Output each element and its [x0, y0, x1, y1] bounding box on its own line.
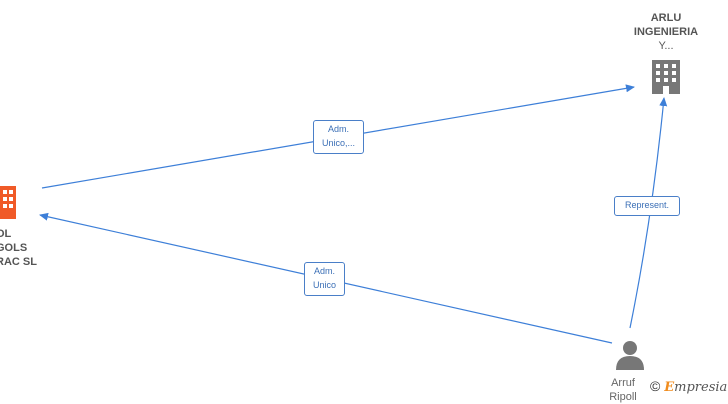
edge-label-line: Adm.	[327, 124, 349, 134]
empresia-watermark: © Empresia	[650, 378, 727, 395]
building-icon[interactable]	[652, 60, 680, 94]
node-label-line: RAC SL	[0, 256, 37, 268]
node-label-arlu[interactable]: ARLU INGENIERIA Y...	[622, 11, 710, 53]
node-label-line: OL	[0, 228, 12, 240]
building-icon[interactable]	[0, 186, 16, 219]
node-label-line: Ripoll	[609, 391, 637, 403]
brand-initial: E	[664, 380, 675, 395]
node-label-line: Arruf	[611, 377, 635, 389]
edge-label-adm-unico-top[interactable]: Adm. Unico,...	[313, 120, 364, 154]
node-label-line: INGENIERIA	[633, 26, 699, 38]
copyright-symbol: ©	[650, 378, 661, 394]
brand-rest: mpresia	[674, 380, 728, 395]
person-icon[interactable]	[616, 341, 644, 370]
edge-label-line: Adm.	[313, 266, 335, 276]
node-label-line: GOLS	[0, 242, 28, 254]
edge-label-line: Represent.	[624, 200, 670, 210]
edge-label-line: Unico,...	[321, 138, 355, 148]
edge-label-line: Unico	[312, 280, 336, 290]
node-label-line: Y...	[658, 40, 674, 52]
node-label-left-company[interactable]: OL GOLS RAC SL	[0, 227, 44, 269]
brand-name: Empresia	[664, 380, 727, 395]
edge-label-represent[interactable]: Represent.	[614, 196, 680, 216]
edge-person-to-arlu	[629, 97, 668, 329]
edge-label-adm-unico-bottom[interactable]: Adm. Unico	[304, 262, 345, 296]
node-label-line: ARLU	[650, 12, 682, 24]
